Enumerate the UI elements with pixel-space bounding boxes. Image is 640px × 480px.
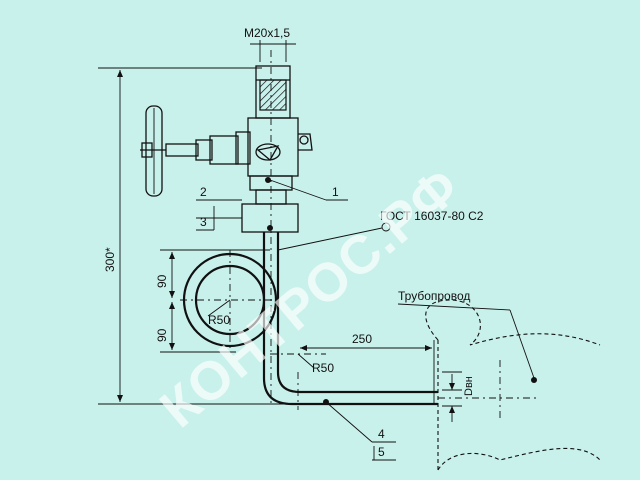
height-dimension: 300* bbox=[98, 67, 300, 405]
radius-annotations: R50 R50 bbox=[207, 299, 334, 375]
inner-diameter-label: Dвн bbox=[463, 376, 475, 396]
centerlines bbox=[180, 50, 540, 420]
gost-callout: ГОСТ 16037-80 С2 bbox=[277, 209, 484, 251]
pos-2-label: 2 bbox=[200, 185, 207, 199]
valve-stem bbox=[140, 135, 239, 165]
length-dimension: 250 bbox=[300, 332, 435, 404]
handwheel[interactable] bbox=[145, 105, 163, 197]
dim-90-bottom: 90 bbox=[155, 328, 169, 342]
gost-label: ГОСТ 16037-80 С2 bbox=[380, 209, 484, 223]
loop-dimensions: 90 90 bbox=[155, 249, 270, 353]
thread-fitting: M20x1,5 bbox=[244, 26, 296, 119]
radius-loop-label: R50 bbox=[208, 313, 230, 327]
inner-diameter-dimension: Dвн bbox=[442, 371, 475, 422]
pipeline-outline: Трубопровод bbox=[397, 289, 601, 471]
union-connector bbox=[241, 189, 299, 233]
height-dim-label: 300* bbox=[103, 247, 117, 272]
radius-bend-label: R50 bbox=[312, 361, 334, 375]
valve-body bbox=[235, 117, 313, 191]
pos-5-label: 5 bbox=[378, 445, 385, 459]
position-callouts: 1 2 3 4 5 bbox=[196, 179, 396, 461]
length-dim-label: 250 bbox=[352, 332, 372, 346]
dim-90-top: 90 bbox=[155, 274, 169, 288]
pos-4-label: 4 bbox=[378, 427, 385, 441]
pipeline-label: Трубопровод bbox=[398, 289, 470, 303]
pos-1-label: 1 bbox=[332, 185, 339, 199]
thread-label: M20x1,5 bbox=[244, 26, 290, 40]
pos-3-label: 3 bbox=[200, 215, 207, 229]
